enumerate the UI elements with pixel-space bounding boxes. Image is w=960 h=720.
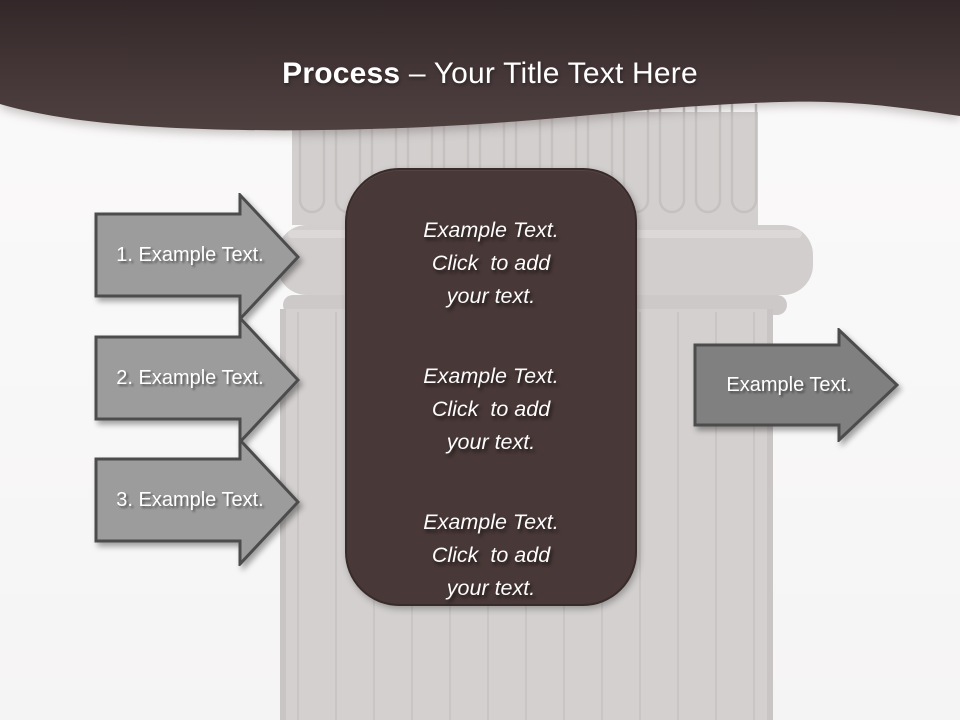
column-shaft-right-edge xyxy=(767,309,773,720)
arrow-label: 3. Example Text. xyxy=(116,488,264,511)
right-arrow-icon xyxy=(94,316,300,444)
right-arrow-icon xyxy=(94,193,300,321)
result-arrow[interactable]: Example Text. xyxy=(693,328,899,442)
placeholder-line: Click to add xyxy=(431,543,551,567)
title-rest: – Your Title Text Here xyxy=(400,57,698,90)
header-wave xyxy=(0,0,960,131)
process-arrow-1[interactable]: 1. Example Text. xyxy=(94,193,300,321)
placeholder-line: your text. xyxy=(446,430,536,454)
placeholder-line: Example Text. xyxy=(423,510,559,534)
page-title[interactable]: Process – Your Title Text Here xyxy=(10,57,960,91)
arrow-label: Example Text. xyxy=(726,373,852,396)
placeholder-line: Example Text. xyxy=(423,218,559,242)
title-bold: Process xyxy=(282,57,401,90)
placeholder-line: Example Text. xyxy=(423,364,559,388)
placeholder-text-block-3[interactable]: Example Text. Click to add your text. xyxy=(363,506,619,605)
placeholder-line: your text. xyxy=(446,284,536,308)
arrow-label: 2. Example Text. xyxy=(116,366,264,389)
right-arrow-icon xyxy=(693,328,899,442)
arrow-label: 1. Example Text. xyxy=(116,243,264,266)
right-arrow-icon xyxy=(94,438,300,566)
placeholder-text-block-1[interactable]: Example Text. Click to add your text. xyxy=(363,214,619,313)
placeholder-line: your text. xyxy=(446,576,536,600)
process-arrow-3[interactable]: 3. Example Text. xyxy=(94,438,300,566)
process-arrow-2[interactable]: 2. Example Text. xyxy=(94,316,300,444)
placeholder-line: Click to add xyxy=(431,251,551,275)
placeholder-line: Click to add xyxy=(431,397,551,421)
placeholder-text-block-2[interactable]: Example Text. Click to add your text. xyxy=(363,360,619,459)
center-text-box[interactable]: Example Text. Click to add your text. Ex… xyxy=(345,168,637,606)
